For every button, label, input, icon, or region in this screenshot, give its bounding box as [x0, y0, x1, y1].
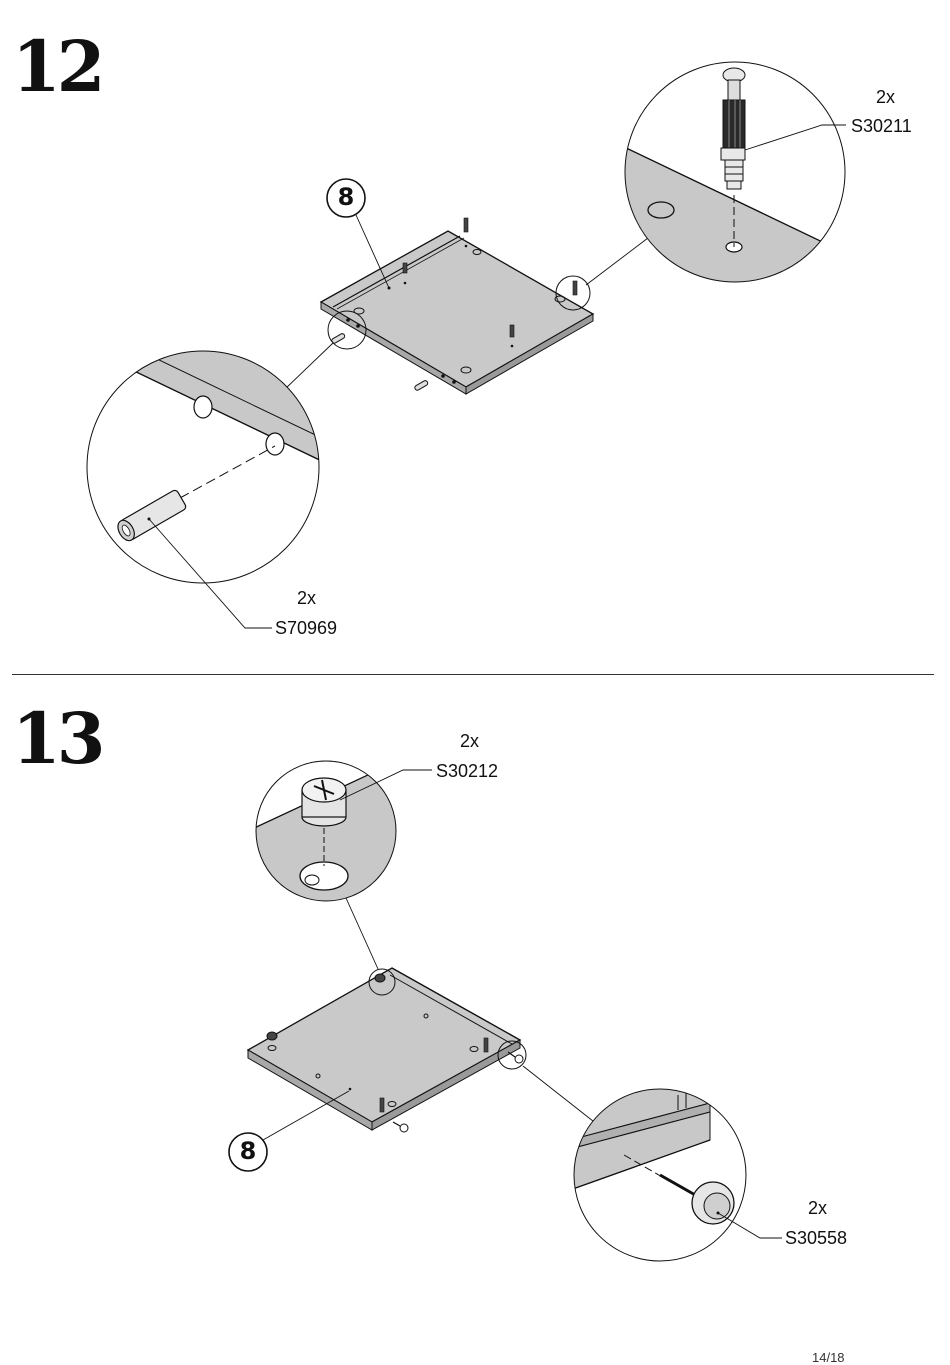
s30211-code: S30211 [851, 116, 912, 137]
page-number: 14/18 [812, 1350, 845, 1365]
step-12-panel [284, 179, 648, 394]
s30212-quantity: 2x [460, 731, 479, 752]
s30211-quantity: 2x [876, 87, 895, 108]
step-13-part-label: 8 [237, 1137, 259, 1165]
zoom-detail-s30211 [620, 62, 860, 300]
s30212-code: S30212 [436, 761, 498, 782]
zoom-detail-s30212 [250, 760, 432, 910]
s70969-code: S70969 [275, 618, 337, 639]
s70969-quantity: 2x [297, 588, 316, 609]
s30558-quantity: 2x [808, 1198, 827, 1219]
step-12-part-label: 8 [335, 183, 357, 211]
s30558-code: S30558 [785, 1228, 847, 1249]
step-13-panel [229, 898, 598, 1171]
zoom-detail-s30558 [570, 1080, 782, 1261]
zoom-detail-s70969 [80, 322, 330, 628]
